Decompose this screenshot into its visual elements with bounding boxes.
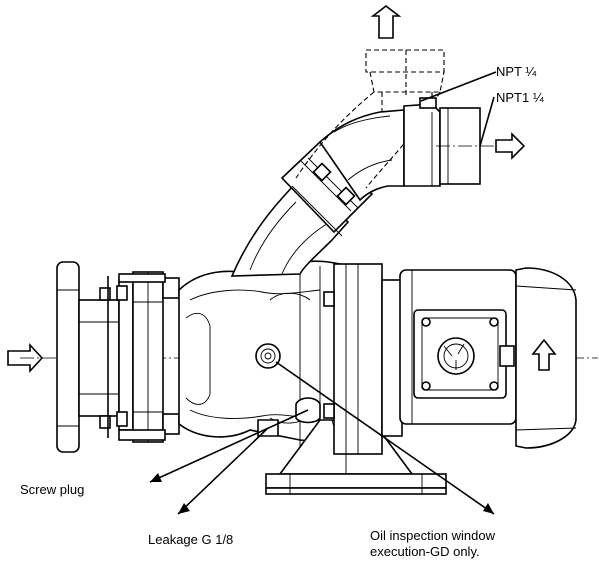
up-arrow-icon <box>370 4 402 39</box>
leader-leakage <box>177 427 269 515</box>
label-npt-one-quarter: NPT1 ¼ <box>496 90 544 105</box>
label-oil-window-2: execution-GD only. <box>370 544 480 559</box>
leader-arrowhead-leakage <box>178 503 190 514</box>
leader-arrowhead-oil-window <box>483 503 494 514</box>
inlet-bolted-flange <box>116 271 180 443</box>
leader-npt-small <box>420 71 497 102</box>
label-npt-quarter: NPT ¼ <box>496 64 536 79</box>
leader-oil-window <box>275 361 495 515</box>
leader-npt-large <box>479 96 495 147</box>
discharge-pipe <box>230 109 405 277</box>
flow-arrow-top <box>370 4 402 39</box>
leader-arrowhead-screw-plug <box>150 473 162 482</box>
oil-inspection-window <box>255 343 281 369</box>
leader-screw-plug <box>149 409 309 483</box>
inlet-flange <box>56 261 120 453</box>
label-leakage: Leakage G 1/8 <box>148 532 233 547</box>
motor-flange <box>323 263 403 455</box>
flow-arrow-inlet <box>7 342 44 374</box>
outlet-arrow-icon <box>495 132 526 160</box>
npt-quarter-port <box>419 97 437 109</box>
pump-body <box>178 260 341 446</box>
label-screw-plug: Screw plug <box>20 482 84 497</box>
alternate-outlet-dashed <box>295 49 445 189</box>
flow-arrow-outlet <box>495 132 526 160</box>
outlet-elbow <box>403 97 496 187</box>
motor-fan <box>437 337 475 375</box>
label-oil-window-1: Oil inspection window <box>370 528 496 543</box>
rotation-arrow <box>531 338 557 371</box>
motor <box>399 267 577 449</box>
inlet-arrow-icon <box>7 342 44 374</box>
rotation-arrow-icon <box>531 338 557 371</box>
